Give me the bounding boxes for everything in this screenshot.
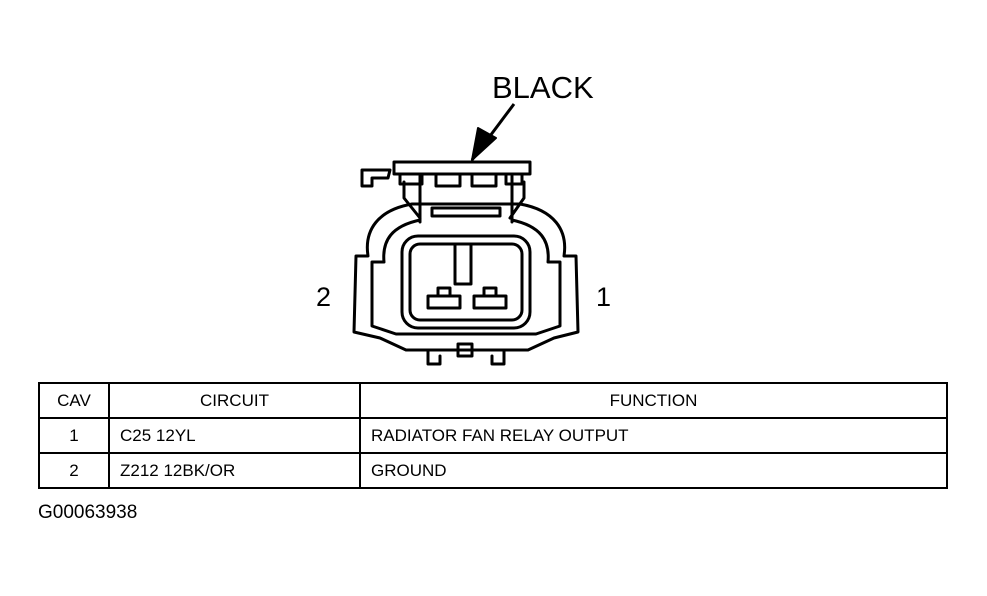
table-row: 2 Z212 12BK/OR GROUND: [38, 452, 948, 489]
header-circuit: CIRCUIT: [108, 382, 361, 419]
pinout-table: CAV CIRCUIT FUNCTION 1 C25 12YL RADIATOR…: [38, 382, 948, 489]
cell-circuit: Z212 12BK/OR: [108, 452, 361, 489]
cell-function: GROUND: [359, 452, 948, 489]
pin-1-label: 1: [596, 282, 612, 312]
connector-diagram: BLACK 2 1: [316, 70, 612, 366]
connector-latch: [360, 168, 392, 188]
header-function: FUNCTION: [359, 382, 948, 419]
cell-cav: 1: [38, 417, 110, 454]
polarizing-key: [453, 242, 473, 286]
cell-cav: 2: [38, 452, 110, 489]
connector-drawing: [352, 103, 580, 366]
header-cav: CAV: [38, 382, 110, 419]
terminal-1: [472, 286, 508, 310]
table-header-row: CAV CIRCUIT FUNCTION: [38, 382, 948, 419]
pin-2-label: 2: [316, 282, 332, 312]
table-row: 1 C25 12YL RADIATOR FAN RELAY OUTPUT: [38, 417, 948, 454]
connector-housing: [352, 202, 580, 352]
cell-function: RADIATOR FAN RELAY OUTPUT: [359, 417, 948, 454]
terminal-cavity: [400, 234, 532, 330]
connector-color-label: BLACK: [492, 70, 594, 105]
cell-circuit: C25 12YL: [108, 417, 361, 454]
color-leader-arrow: [470, 103, 516, 161]
connector-lock-bar: [392, 160, 532, 176]
figure-id: G00063938: [38, 502, 138, 523]
terminal-2: [426, 286, 462, 310]
